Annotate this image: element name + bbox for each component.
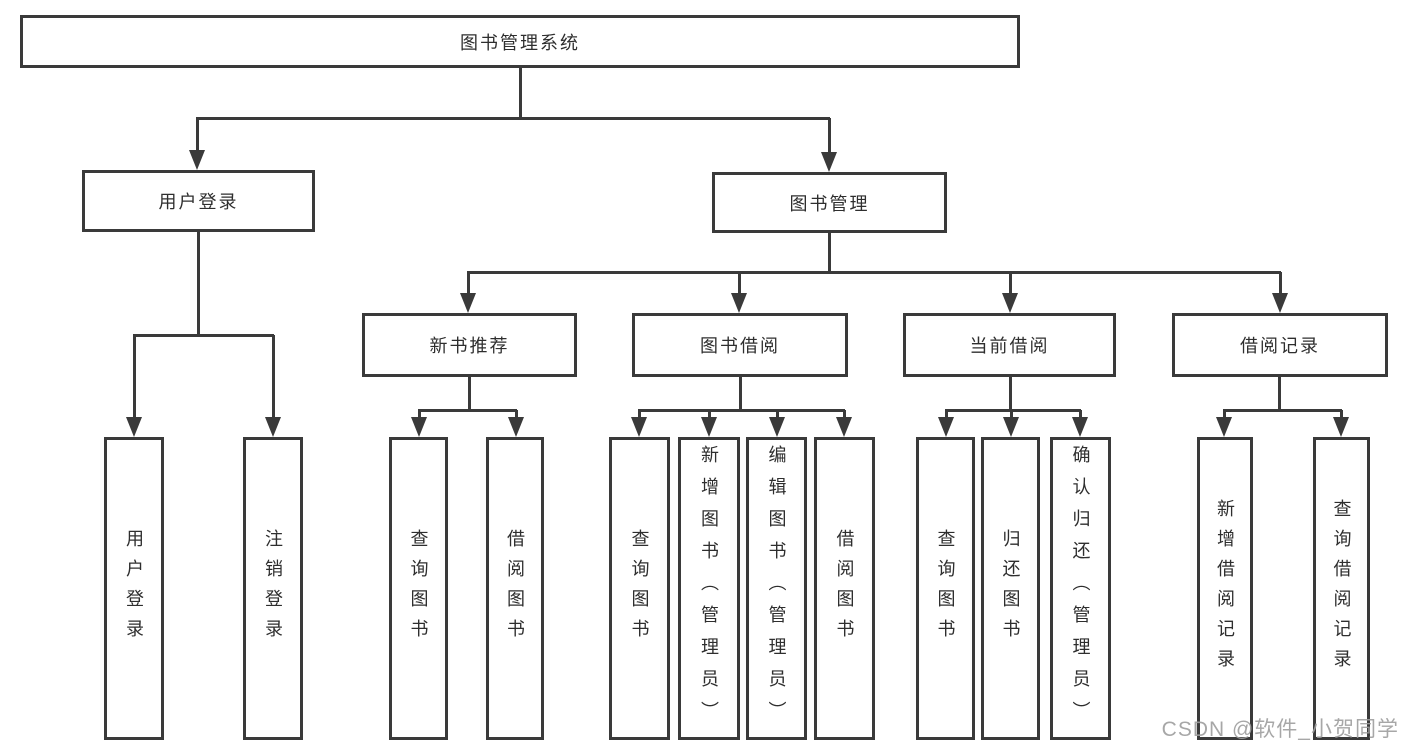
- csdn-watermark: CSDN @软件_小贺同学: [1161, 718, 1399, 741]
- leaf-current-query-books: 查询图书: [916, 437, 975, 740]
- leaf-return-books-label: 归还图书: [1000, 528, 1021, 649]
- leaf-newrec-borrow-books-label: 借阅图书: [505, 528, 525, 649]
- arrow-down-icon: [938, 417, 954, 437]
- connector-arrow-stem: [1279, 272, 1282, 299]
- connector-stem-new-rec: [468, 377, 471, 410]
- connector-rail-records: [1223, 409, 1342, 412]
- connector-arrow-stem: [1009, 272, 1012, 299]
- connector-rail-new-rec: [418, 409, 517, 412]
- arrow-down-icon: [1272, 293, 1288, 313]
- node-borrow-records: 借阅记录: [1172, 313, 1388, 377]
- leaf-add-books-admin: 新增图书（管理员）: [678, 437, 740, 740]
- arrow-down-icon: [189, 150, 205, 170]
- leaf-confirm-return-admin-label: 确认归还（管理员）: [1070, 444, 1091, 733]
- connector-stem-records: [1278, 377, 1281, 410]
- connector-arrow-stem: [515, 410, 518, 423]
- connector-arrow-stem: [843, 410, 846, 423]
- node-user-login: 用户登录: [82, 170, 315, 232]
- arrow-down-icon: [821, 152, 837, 172]
- leaf-query-borrow-record: 查询借阅记录: [1313, 437, 1370, 740]
- arrow-down-icon: [126, 417, 142, 437]
- leaf-add-books-admin-label: 新增图书（管理员）: [699, 444, 719, 733]
- leaf-query-borrow-record-label: 查询借阅记录: [1331, 498, 1352, 679]
- node-book-borrow-label: 图书借阅: [700, 336, 780, 356]
- leaf-edit-books-admin-label: 编辑图书（管理员）: [766, 444, 787, 733]
- arrow-down-icon: [769, 417, 785, 437]
- leaf-newrec-borrow-books: 借阅图书: [486, 437, 544, 740]
- connector-rail-current: [945, 409, 1081, 412]
- connector-arrow-stem: [828, 118, 831, 158]
- leaf-add-borrow-record-label: 新增借阅记录: [1215, 498, 1235, 679]
- leaf-borrow-query-books-label: 查询图书: [629, 528, 650, 649]
- connector-arrow-stem: [776, 410, 779, 423]
- node-root-label: 图书管理系统: [460, 32, 580, 53]
- connector-arrow-stem: [738, 272, 741, 299]
- leaf-borrow-query-books: 查询图书: [609, 437, 670, 740]
- node-root: 图书管理系统: [20, 15, 1020, 68]
- node-user-login-label: 用户登录: [158, 192, 239, 212]
- arrow-down-icon: [411, 417, 427, 437]
- leaf-return-books: 归还图书: [981, 437, 1040, 740]
- leaf-newrec-query-books: 查询图书: [389, 437, 448, 740]
- leaf-user-login-label: 用户登录: [124, 528, 144, 649]
- node-borrow-records-label: 借阅记录: [1240, 336, 1320, 356]
- arrow-down-icon: [1333, 417, 1349, 437]
- node-new-book-rec-label: 新书推荐: [429, 336, 510, 356]
- connector-rail-book-borrow: [638, 409, 845, 412]
- connector-stem-current: [1009, 377, 1012, 410]
- arrow-down-icon: [1072, 417, 1088, 437]
- node-new-book-rec: 新书推荐: [362, 313, 577, 377]
- leaf-logout: 注销登录: [243, 437, 303, 740]
- arrow-down-icon: [731, 293, 747, 313]
- leaf-current-query-books-label: 查询图书: [935, 528, 956, 649]
- connector-arrow-stem: [1340, 410, 1343, 423]
- connector-arrow-stem: [196, 118, 199, 156]
- connector-stem-book-mgmt: [828, 233, 831, 272]
- connector-arrow-stem: [272, 335, 275, 423]
- connector-stem-root: [519, 68, 522, 118]
- connector-arrow-stem: [1079, 410, 1082, 423]
- connector-arrow-stem: [133, 335, 136, 423]
- connector-rail-level2: [467, 271, 1281, 274]
- connector-arrow-stem: [1010, 410, 1013, 423]
- leaf-add-borrow-record: 新增借阅记录: [1197, 437, 1253, 740]
- node-book-borrow: 图书借阅: [632, 313, 848, 377]
- connector-rail-level1: [196, 117, 830, 120]
- node-book-mgmt: 图书管理: [712, 172, 947, 233]
- leaf-borrow-books: 借阅图书: [814, 437, 875, 740]
- arrow-down-icon: [265, 417, 281, 437]
- leaf-edit-books-admin: 编辑图书（管理员）: [746, 437, 807, 740]
- connector-arrow-stem: [638, 410, 641, 423]
- arrow-down-icon: [1216, 417, 1232, 437]
- connector-arrow-stem: [708, 410, 711, 423]
- connector-rail-user-login: [133, 334, 274, 337]
- arrow-down-icon: [460, 293, 476, 313]
- leaf-logout-label: 注销登录: [263, 528, 283, 649]
- leaf-newrec-query-books-label: 查询图书: [408, 528, 429, 649]
- arrow-down-icon: [1002, 293, 1018, 313]
- arrow-down-icon: [631, 417, 647, 437]
- connector-arrow-stem: [945, 410, 948, 423]
- arrow-down-icon: [836, 417, 852, 437]
- arrow-down-icon: [508, 417, 524, 437]
- leaf-user-login: 用户登录: [104, 437, 164, 740]
- node-current-borrow: 当前借阅: [903, 313, 1116, 377]
- node-book-mgmt-label: 图书管理: [789, 193, 870, 214]
- node-current-borrow-label: 当前借阅: [969, 336, 1050, 356]
- connector-stem-book-borrow: [739, 377, 742, 410]
- connector-stem-user-login: [197, 232, 200, 335]
- arrow-down-icon: [701, 417, 717, 437]
- connector-arrow-stem: [1223, 410, 1226, 423]
- arrow-down-icon: [1003, 417, 1019, 437]
- connector-arrow-stem: [418, 410, 421, 423]
- leaf-confirm-return-admin: 确认归还（管理员）: [1050, 437, 1111, 740]
- leaf-borrow-books-label: 借阅图书: [834, 528, 855, 649]
- connector-arrow-stem: [467, 272, 470, 299]
